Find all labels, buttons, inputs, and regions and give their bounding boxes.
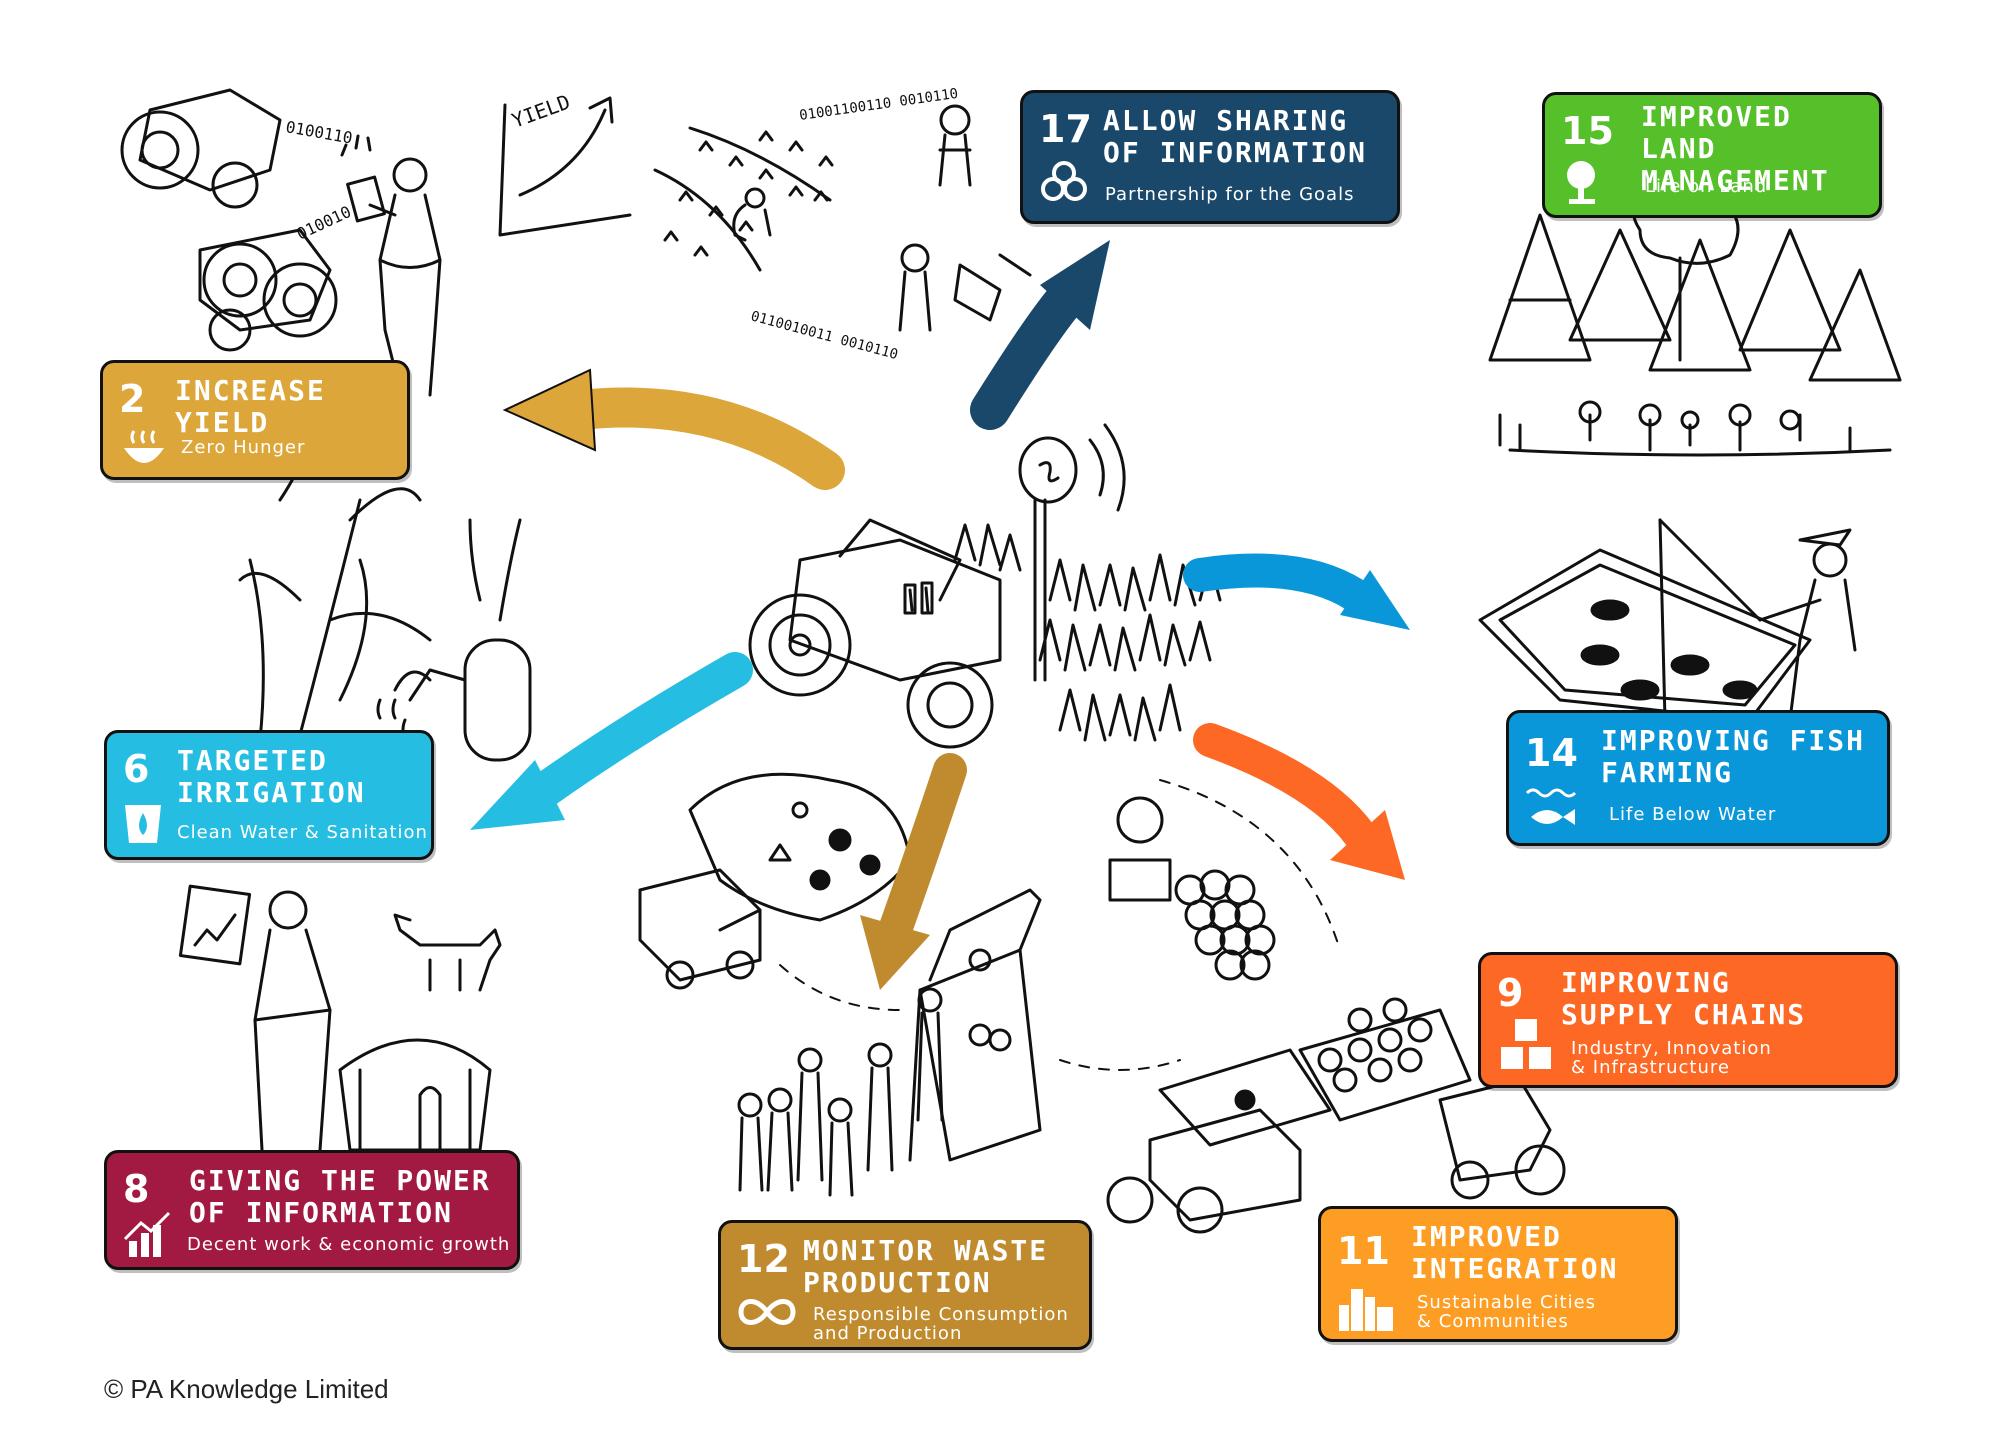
- sdg-title: Allow Sharing of Information: [1103, 104, 1368, 169]
- sdg-subtitle: Life Below Water: [1609, 804, 1777, 825]
- farmers-sharing-icon: [898, 104, 1032, 332]
- fish-icon: [1525, 788, 1577, 825]
- plant-irrigation-icon: [238, 438, 532, 762]
- growth-chart-icon: [123, 1211, 171, 1257]
- central-tractor-icon: [748, 518, 1002, 749]
- forest-icon: [1488, 180, 1902, 457]
- sdg-title: Targeted Irrigation: [177, 744, 366, 809]
- bowl-icon: [124, 430, 164, 463]
- binary-text: 0100110: [284, 117, 354, 147]
- hut-icon: [338, 1038, 492, 1152]
- sdg-title: Monitor Waste Production: [803, 1234, 1049, 1299]
- crop-field-icon: [953, 523, 1222, 742]
- city-icon: [1339, 1289, 1393, 1331]
- sdg-number: 15: [1561, 109, 1614, 153]
- sdg-number: 11: [1337, 1229, 1390, 1273]
- water-drop-icon: [125, 805, 161, 843]
- yield-label: YIELD: [509, 90, 574, 133]
- sdg-number: 14: [1525, 731, 1578, 775]
- dump-truck-icon: [638, 868, 762, 990]
- sdg6-card: 6 Targeted Irrigation Clean Water & Sani…: [104, 730, 434, 860]
- crop-rows-icon: [653, 126, 834, 272]
- sdg-subtitle: Clean Water & Sanitation: [177, 822, 428, 843]
- sdg17-card: 17 Allow Sharing of Information Partners…: [1020, 90, 1400, 224]
- sdg-subtitle: Responsible Consumption and Production: [813, 1304, 1069, 1344]
- sdg14-card: 14 Improving Fish Farming Life Below Wat…: [1506, 710, 1890, 846]
- sdg-title: Improved Integration: [1411, 1220, 1619, 1285]
- tractor-icon: [120, 88, 338, 352]
- sdg-number: 17: [1039, 107, 1092, 151]
- sdg-number: 2: [119, 377, 146, 421]
- arrow-to-sdg2: [502, 368, 845, 490]
- sdg2-card: 2 Increase Yield Zero Hunger: [100, 360, 410, 480]
- woman-with-report-icon: [178, 884, 332, 1152]
- tractor-with-trailers-icon: [1106, 997, 1566, 1234]
- sdg-title: Giving the Power of Information: [189, 1164, 491, 1229]
- farmer-with-tablet-icon: [340, 134, 442, 397]
- sdg-title: Improving Supply Chains: [1561, 966, 1807, 1031]
- sdg-subtitle: Industry, Innovation & Infrastructure: [1571, 1038, 1772, 1078]
- partnership-rings-icon: [1041, 161, 1087, 201]
- fruit-basket-icon: [1108, 796, 1276, 981]
- binary-text: 0110010011 0010110: [749, 308, 900, 363]
- arrow-to-sdg9: [1193, 723, 1405, 880]
- yield-graph-icon: [498, 96, 632, 237]
- cubes-icon: [1501, 1019, 1551, 1069]
- satellite-sensor-icon: [1018, 423, 1126, 682]
- goat-icon: [393, 913, 502, 992]
- sdg-subtitle: Sustainable Cities & Communities: [1417, 1292, 1597, 1332]
- market-stall-icon: [908, 888, 1042, 1162]
- sdg-subtitle: Zero Hunger: [181, 437, 306, 458]
- sdg12-card: 12 Monitor Waste Production Responsible …: [718, 1220, 1092, 1350]
- sdg-title: Improving Fish Farming: [1601, 724, 1866, 789]
- infinity-icon: [738, 1299, 796, 1325]
- sdg-number: 6: [123, 747, 150, 791]
- arrow-to-sdg12: [860, 753, 967, 990]
- sdg11-card: 11 Improved Integration Sustainable Citi…: [1318, 1206, 1678, 1342]
- sdg-number: 8: [123, 1167, 150, 1211]
- arrow-to-sdg14: [1183, 553, 1410, 630]
- compost-heap-icon: [688, 772, 912, 922]
- sdg-number: 9: [1497, 971, 1524, 1015]
- sdg-subtitle: Decent work & economic growth: [187, 1234, 511, 1255]
- arrow-to-sdg6: [470, 652, 753, 830]
- sdg-subtitle: Partnership for the Goals: [1105, 184, 1355, 205]
- sdg9-card: 9 Improving Supply Chains Industry, Inno…: [1478, 952, 1898, 1088]
- sdg15-card: 15 Improved Land Management Life on Land: [1542, 92, 1882, 218]
- people-queue-icon: [737, 987, 944, 1197]
- arrow-to-sdg17: [970, 240, 1110, 430]
- fisherman-icon: [1658, 518, 1857, 722]
- sdg-title: Increase Yield: [175, 374, 326, 439]
- kneeling-farmer-icon: [732, 187, 772, 242]
- copyright-notice: © PA Knowledge Limited: [104, 1374, 389, 1404]
- sdg8-card: 8 Giving the Power of Information Decent…: [104, 1150, 520, 1270]
- sdg-title: Improved Land Management: [1641, 100, 1830, 197]
- sdg-number: 12: [737, 1237, 790, 1281]
- binary-text: 01001100110 0010110: [798, 86, 959, 124]
- tree-icon: [1567, 161, 1595, 204]
- sdg-subtitle: Life on Land: [1645, 176, 1768, 197]
- fish-pond-icon: [1478, 548, 1812, 722]
- binary-text: 010010: [294, 202, 354, 244]
